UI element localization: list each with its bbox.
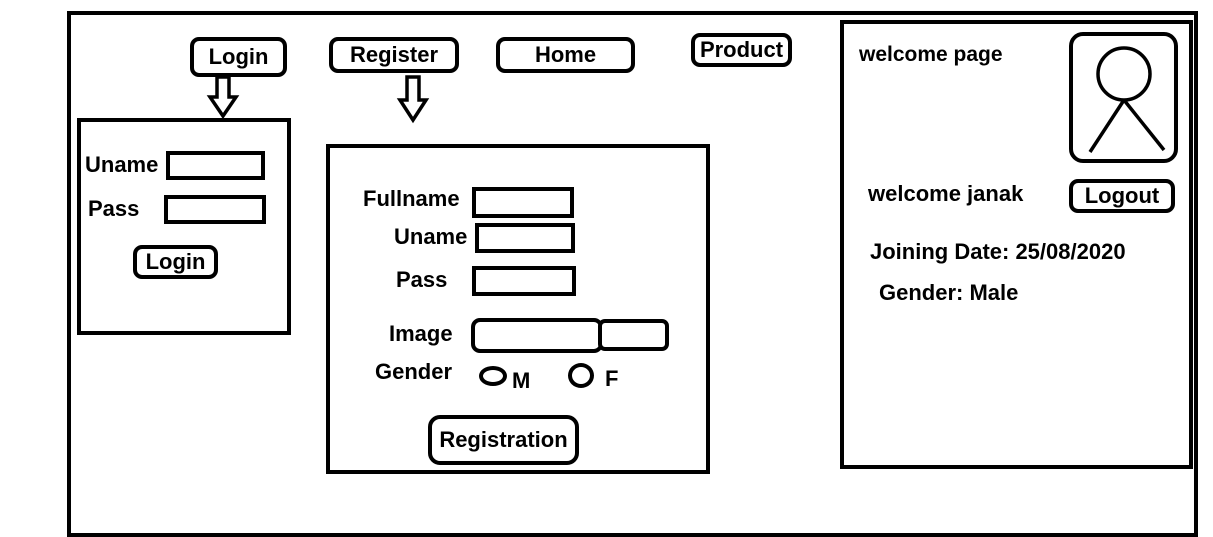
avatar <box>1069 32 1178 163</box>
logout-button[interactable]: Logout <box>1069 179 1175 213</box>
register-fullname-label: Fullname <box>363 186 460 211</box>
image-path-field[interactable] <box>471 318 603 353</box>
gender-m-radio[interactable] <box>479 366 507 386</box>
login-pass-field[interactable] <box>164 195 266 224</box>
welcome-greeting: welcome janak <box>868 181 1024 206</box>
image-browse-button[interactable] <box>598 319 669 351</box>
down-arrow-icon <box>396 75 430 124</box>
nav-product-button[interactable]: Product <box>691 33 792 67</box>
login-pass-label: Pass <box>88 196 140 221</box>
register-gender-label: Gender <box>375 359 453 384</box>
register-uname-label: Uname <box>394 224 468 249</box>
registration-submit-button[interactable]: Registration <box>428 415 579 465</box>
register-fullname-field[interactable] <box>472 187 574 218</box>
user-avatar-icon <box>1088 46 1166 153</box>
register-pass-label: Pass <box>396 267 448 292</box>
gender-info: Gender: Male <box>879 280 1019 305</box>
down-arrow-icon <box>206 75 240 120</box>
joining-date: Joining Date: 25/08/2020 <box>870 239 1126 264</box>
login-submit-button[interactable]: Login <box>133 245 218 279</box>
welcome-title: welcome page <box>859 43 1003 66</box>
gender-f-label: F <box>605 366 619 391</box>
login-uname-label: Uname <box>85 152 159 177</box>
register-uname-field[interactable] <box>475 223 575 253</box>
nav-login-button[interactable]: Login <box>190 37 287 77</box>
register-image-label: Image <box>389 321 453 346</box>
gender-f-radio[interactable] <box>568 363 594 388</box>
nav-register-button[interactable]: Register <box>329 37 459 73</box>
register-pass-field[interactable] <box>472 266 576 296</box>
gender-m-label: M <box>512 368 531 393</box>
login-uname-field[interactable] <box>166 151 265 180</box>
nav-home-button[interactable]: Home <box>496 37 635 73</box>
